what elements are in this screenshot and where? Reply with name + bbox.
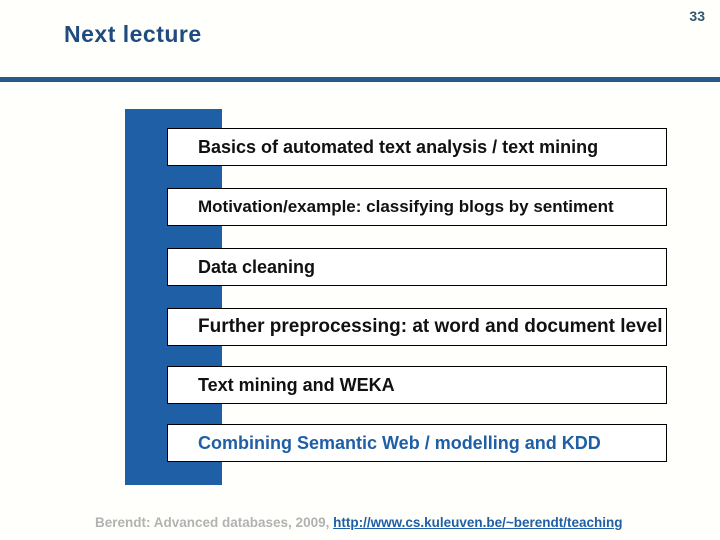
agenda-item-label: Further preprocessing: at word and docum… [198, 316, 663, 337]
footer: Berendt: Advanced databases, 2009, http:… [95, 515, 623, 530]
slide-title: Next lecture [64, 21, 202, 47]
agenda-item-label: Text mining and WEKA [198, 374, 395, 395]
vertical-accent-bar [125, 109, 222, 485]
agenda-item-label: Data cleaning [198, 256, 316, 277]
agenda-item-label: Motivation/example: classifying blogs by… [198, 197, 614, 216]
agenda-item-weka: Text mining and WEKA [167, 366, 667, 404]
agenda-item-semantic-web: Combining Semantic Web / modelling and K… [167, 424, 667, 462]
footer-credit-text: Berendt: Advanced databases, 2009, [95, 515, 334, 530]
agenda-item-label: Basics of automated text analysis / text… [198, 136, 599, 157]
agenda-item-data-cleaning: Data cleaning [167, 248, 667, 286]
page-number: 33 [689, 8, 705, 24]
agenda-item-label: Combining Semantic Web / modelling and K… [198, 432, 601, 453]
agenda-item-basics: Basics of automated text analysis / text… [167, 128, 667, 166]
header-rule-divider [0, 77, 720, 82]
agenda-item-preprocessing: Further preprocessing: at word and docum… [167, 308, 667, 346]
agenda-item-motivation: Motivation/example: classifying blogs by… [167, 188, 667, 226]
footer-teaching-link[interactable]: http://www.cs.kuleuven.be/~berendt/teach… [333, 515, 623, 530]
